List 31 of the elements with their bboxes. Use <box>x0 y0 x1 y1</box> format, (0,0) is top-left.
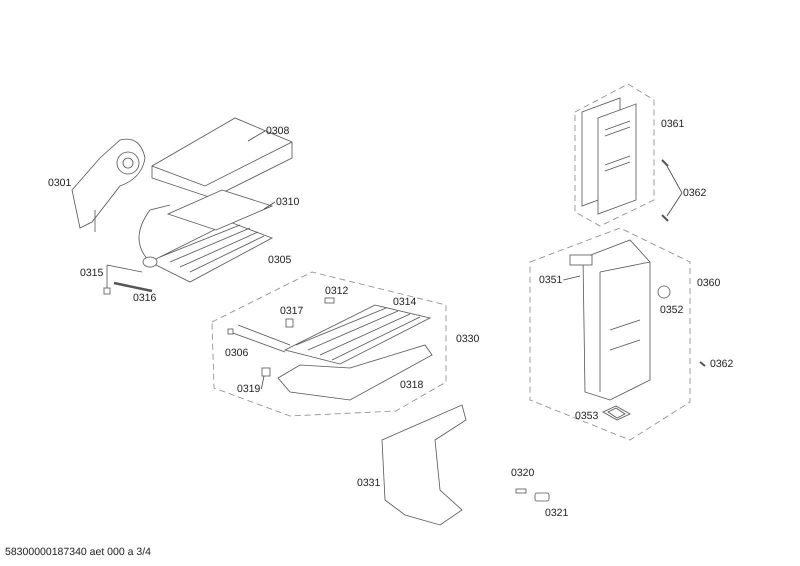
callout-number: 0321 <box>545 507 568 519</box>
callout-number: 0353 <box>575 410 598 422</box>
callout-number: 0331 <box>357 477 380 489</box>
leader-line <box>666 192 682 216</box>
leader-line <box>562 276 580 280</box>
leader-line <box>666 166 682 194</box>
drawing-number-text: 58300000187340 aet 000 a 3/4 <box>5 546 151 558</box>
leader-line <box>260 376 264 390</box>
callout-number: 0318 <box>400 379 424 391</box>
callout-number: 0362 <box>683 187 706 199</box>
callout-number: 0312 <box>325 285 348 297</box>
callout-number: 0315 <box>80 267 104 279</box>
callout-number: 0352 <box>660 304 684 316</box>
callout-number: 0330 <box>456 333 480 345</box>
callout-number: 0314 <box>393 296 416 308</box>
callout-number: 0310 <box>276 196 300 208</box>
callout-number: 0308 <box>266 125 290 137</box>
callout-number: 0305 <box>268 254 292 266</box>
callout-number: 0306 <box>225 347 248 359</box>
callout-number: 0316 <box>133 292 156 304</box>
callout-number: 0320 <box>511 467 534 479</box>
leader-line <box>264 202 276 210</box>
callout-number: 0361 <box>661 118 684 130</box>
callout-number: 0351 <box>539 274 562 286</box>
plate-drawing <box>166 190 274 230</box>
callout-number: 0319 <box>237 383 260 395</box>
callout-number: 0362 <box>710 358 734 370</box>
callout-number: 0360 <box>697 277 720 289</box>
callout-number: 0317 <box>280 305 304 317</box>
leader-line <box>248 130 266 142</box>
callout-number: 0301 <box>48 177 72 189</box>
